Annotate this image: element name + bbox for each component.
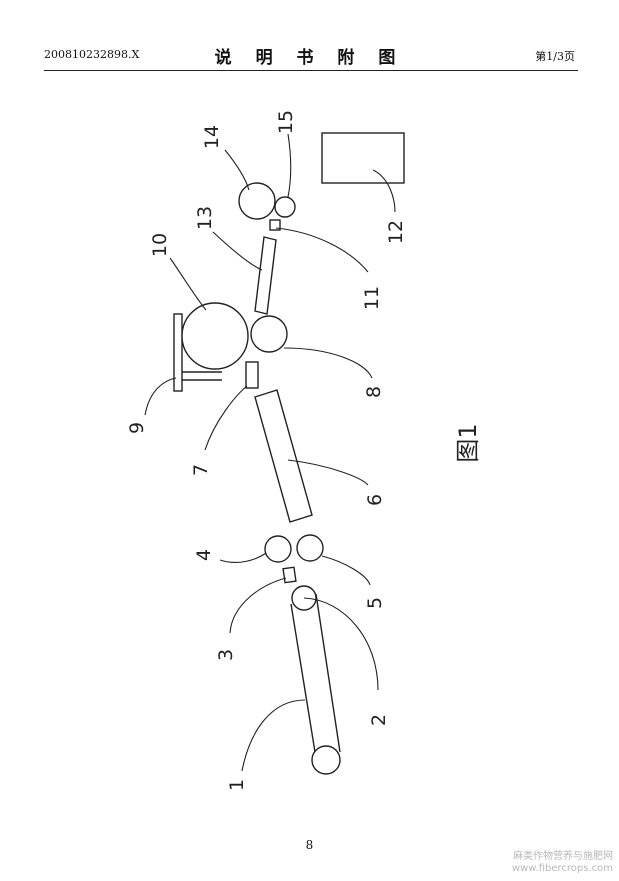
roller-14: [238, 182, 276, 220]
patent-application-number: 200810232898.X: [44, 48, 140, 61]
label-14: 14: [201, 125, 223, 149]
leader-13: [212, 231, 263, 271]
frame-9: [173, 313, 222, 392]
page-number: 8: [305, 838, 314, 852]
part-3-block: [282, 566, 297, 584]
site-watermark: 麻类作物营养与施肥网 www.fibercrops.com: [512, 851, 613, 875]
leader-1: [241, 699, 306, 772]
part-7-block: [245, 361, 259, 389]
roller-8: [250, 315, 288, 353]
leader-8: [283, 347, 373, 379]
leader-6: [287, 459, 369, 486]
label-9: 9: [126, 422, 148, 434]
conveyor-belt: [290, 585, 341, 775]
label-3: 3: [215, 649, 237, 661]
page-reference: 第1/3页: [535, 50, 575, 63]
leader-2: [303, 597, 379, 691]
leader-3: [229, 577, 287, 634]
leader-5: [321, 555, 371, 586]
page-title: 说 明 书 附 图: [214, 48, 405, 68]
feed-roller-4: [264, 535, 292, 563]
leader-7: [204, 385, 248, 451]
inclined-plate-6: [254, 389, 313, 523]
header-rule: [44, 70, 578, 71]
leader-14: [224, 149, 250, 191]
drum-10: [181, 302, 249, 370]
feed-roller-5: [296, 534, 324, 562]
leader-15: [287, 133, 292, 198]
label-13: 13: [194, 206, 216, 230]
lower-roller: [311, 745, 341, 775]
page-header: 200810232898.X 说 明 书 附 图 第1/3页: [0, 0, 619, 76]
label-15: 15: [275, 110, 297, 134]
leader-12: [372, 169, 396, 213]
label-2: 2: [368, 714, 390, 726]
watermark-title: 麻类作物营养与施肥网: [513, 851, 613, 862]
box-12: [321, 132, 405, 184]
figure-caption: 图1: [454, 423, 482, 462]
label-7: 7: [190, 464, 212, 476]
leader-4: [219, 552, 267, 563]
label-5: 5: [364, 597, 386, 609]
watermark-url: www.fibercrops.com: [511, 863, 613, 874]
leader-10: [169, 257, 207, 311]
roller-15: [274, 196, 296, 218]
label-8: 8: [363, 386, 385, 398]
leader-11: [275, 227, 369, 273]
part-11-block: [269, 219, 281, 231]
label-10: 10: [149, 233, 171, 257]
inclined-strip-13: [254, 236, 277, 315]
label-4: 4: [193, 549, 215, 561]
leader-9: [144, 377, 177, 416]
label-1: 1: [226, 779, 248, 791]
label-6: 6: [364, 494, 386, 506]
label-12: 12: [385, 220, 407, 244]
label-11: 11: [361, 286, 383, 310]
